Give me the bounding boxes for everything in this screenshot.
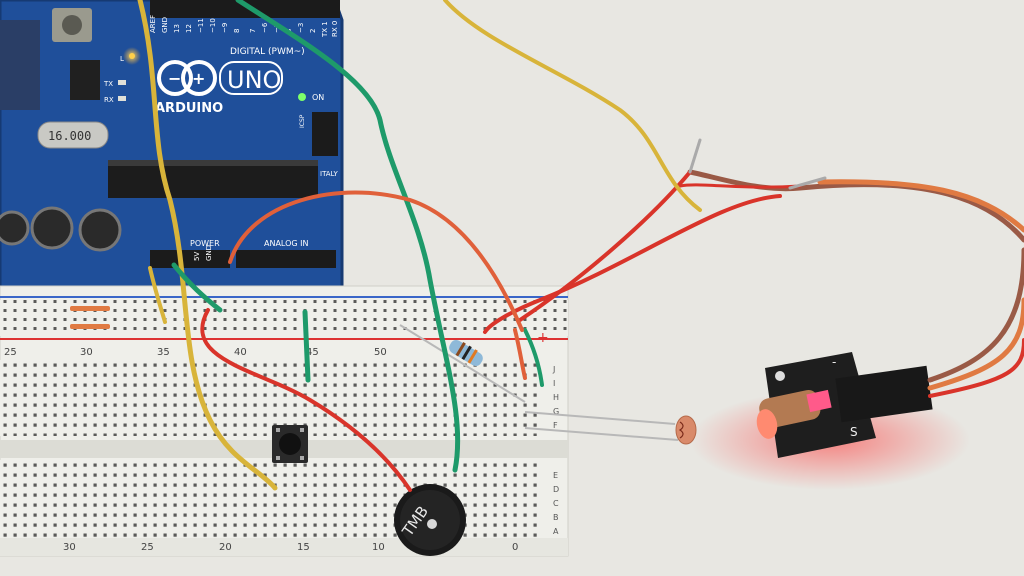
row-label: D [553,485,559,494]
row-label: G [553,407,559,416]
wire-end [788,176,827,190]
row-label: A [553,527,559,536]
digital-header-label: DIGITAL (PWM~) [230,47,305,57]
on-led [298,93,306,101]
wire-red-buzzer [200,308,412,492]
top-number: 35 [157,347,170,358]
usb-chip [70,60,100,100]
svg-text:+: + [192,69,205,88]
pin-1-label: TX 1 [321,21,329,38]
top-number: 25 [4,347,17,358]
arduino-logo-right [181,60,217,96]
pin-11-label: ~11 [197,18,205,33]
power-header-label: POWER [190,239,220,248]
pin-8-label: 8 [233,29,241,33]
svg-text:−: − [168,69,181,88]
laser-minus-label: - [832,355,836,369]
wire-yellow-top [443,0,702,212]
bottom-number: 0 [512,542,518,553]
wire-red-3 [678,183,802,189]
arduino-uno-board [0,0,344,290]
icsp-header [312,112,338,156]
row-label: H [553,393,559,402]
rail-jumper [70,324,110,329]
analog-pin-header [236,250,336,268]
row-label: F [553,421,558,430]
pin-13-label: 13 [173,24,181,33]
on-led-label: ON [312,93,324,102]
laser-cable-brown [927,247,1024,383]
pin-6-label: ~6 [261,22,269,33]
pin-gnd-label: GND [161,17,169,33]
breadboard-plus-label: + [537,330,549,346]
bottom-number: 30 [63,542,76,553]
buzzer [394,484,466,556]
tx-led-label: TX [103,80,113,88]
pin-7-label: 7 [249,29,257,33]
l-led-label: L [120,55,124,63]
resistor [399,324,526,403]
top-number: 50 [374,347,387,358]
wire-green-short [171,262,223,313]
top-number: 40 [234,347,247,358]
wire-green-jumper [302,309,311,383]
capacitor [30,206,74,250]
pin-2-label: 2 [309,29,317,33]
laser-s-label: S [850,425,858,439]
laser-module [690,352,970,490]
row-label: C [553,499,559,508]
wire-red-2 [518,170,692,322]
top-number: 45 [306,347,319,358]
bottom-number: 25 [141,542,154,553]
wire-end [688,138,702,174]
row-label: J [552,365,555,374]
wire-orange-analog [228,190,524,332]
laser-connector [835,365,933,423]
pin-3-label: ~3 [297,23,305,33]
row-label: E [553,471,558,480]
atmega-chip [108,160,318,198]
bottom-number: 10 [372,542,385,553]
wires [137,0,1024,492]
pin-aref-label: AREF [149,15,157,33]
arduino-logo-left [157,60,193,96]
capacitor [78,208,122,252]
wire-orange [817,179,1024,233]
pin-10-label: ~10 [209,18,217,33]
pin-12-label: 12 [185,24,193,33]
push-button [272,425,308,463]
wire-yellow-short [148,266,167,324]
pin-0-label: RX 0 [331,21,339,37]
icsp-label: ICSP [299,114,306,128]
wire-brown [687,169,1024,243]
wire-green-long [235,0,461,473]
wire-red-long [483,194,782,334]
laser-cable-orange [927,297,1024,391]
power-pin-header [150,250,230,268]
pin-9-label: ~9 [221,23,229,33]
rx-led-label: RX [104,96,114,104]
bottom-number: 15 [297,542,310,553]
row-label: B [553,513,559,522]
arduino-model-text: UNO [227,66,281,94]
crystal-label: 16.000 [48,129,91,143]
pin-gnd-power-label: GND [205,245,213,261]
analog-header-label: ANALOG IN [264,239,309,248]
pin-5v-label: 5V [193,252,201,261]
wire-orange-jumper [513,328,527,380]
crystal-oscillator [37,121,109,149]
laser-cable-red [928,338,1024,398]
top-number: 30 [80,347,93,358]
italy-label: ITALY [320,170,339,178]
rail-jumper [70,306,110,311]
wire-yellow-main [137,0,278,491]
wire-green-right [523,328,544,387]
digital-pin-header [150,0,340,18]
row-label: I [553,379,555,388]
bottom-number: 20 [219,542,232,553]
arduino-brand-text: ARDUINO [155,101,223,116]
